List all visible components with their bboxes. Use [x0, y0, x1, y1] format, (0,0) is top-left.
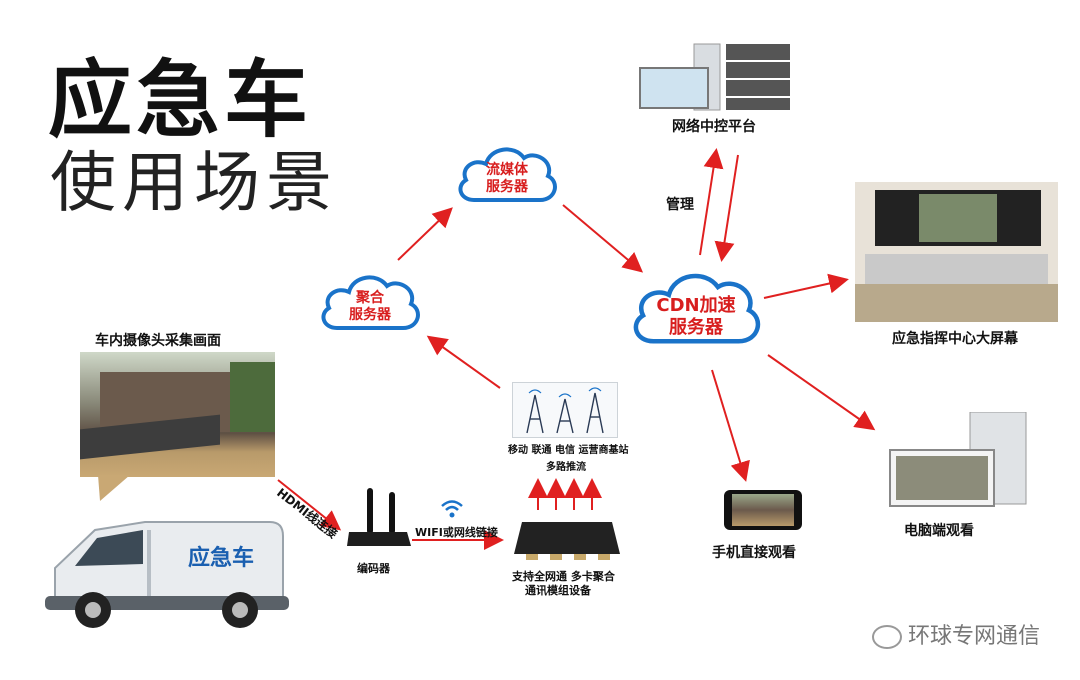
page-title: 应急车 [48, 51, 313, 149]
cdn-line2: 服务器 [669, 316, 723, 338]
tower-label-line2: 多路推流 [546, 462, 586, 473]
emergency-van-image [45, 521, 289, 628]
arrow-aggregation-to-streaming [397, 207, 453, 261]
cell-tower-icon [526, 387, 604, 434]
aggregation-device-image [514, 522, 620, 560]
aggregation-server-label: 聚合 服务器 [315, 290, 425, 324]
floor [855, 284, 1058, 322]
aggregation-server-cloud [321, 275, 420, 330]
manage-label: 管理 [666, 197, 694, 213]
pc-image [889, 412, 1027, 507]
arrow-tower-to-aggregation [426, 335, 501, 389]
tree-image [230, 362, 275, 432]
command-center-label: 应急指挥中心大屏幕 [892, 331, 1018, 347]
console-desk [865, 254, 1048, 284]
page-subtitle: 使用场景 [50, 144, 338, 221]
streaming-line1: 流媒体 [486, 162, 528, 178]
arrow-cdn-to-pc [767, 354, 876, 431]
streaming-server-label: 流媒体 服务器 [447, 162, 567, 196]
control-platform-image [639, 43, 790, 111]
camera-photo [80, 352, 275, 477]
aggregation-line2: 服务器 [349, 306, 391, 323]
watermark: 环球专网通信 [871, 618, 1040, 650]
encoder-image [347, 488, 411, 546]
van-label: 应急车 [188, 546, 255, 571]
device-label-line1: 支持全网通 多卡聚合 [512, 570, 615, 583]
big-screen-image [919, 194, 997, 242]
cdn-server-cloud [633, 273, 761, 344]
command-center-image [855, 182, 1058, 322]
aggregation-line1: 聚合 [356, 290, 384, 306]
arrow-cdn-to-command [763, 273, 849, 299]
wifi-label: WIFI或网线链接 [415, 526, 498, 539]
phone-label: 手机直接观看 [712, 545, 796, 561]
arrow-streaming-to-cdn [562, 204, 644, 273]
arrow-cdn-to-phone [711, 369, 750, 482]
tower-label-line1: 移动 联通 电信 运营商基站 [508, 445, 629, 456]
watermark-text: 环球专网通信 [907, 624, 1040, 649]
bubble-tail [98, 475, 130, 501]
streaming-server-cloud [458, 147, 557, 202]
cdn-server-label: CDN加速 服务器 [625, 295, 767, 338]
device-label-line2: 通讯模组设备 [525, 584, 591, 597]
cdn-line1: CDN加速 [656, 295, 736, 316]
camera-label: 车内摄像头采集画面 [95, 333, 221, 349]
phone-image [724, 490, 802, 530]
encoder-label: 编码器 [357, 562, 390, 575]
tower-panel [512, 382, 618, 438]
control-platform-label: 网络中控平台 [672, 119, 756, 135]
wifi-icon [441, 500, 463, 518]
arrow-platform-to-cdn [714, 154, 739, 262]
phone-screen [732, 494, 794, 526]
streaming-line2: 服务器 [486, 178, 528, 195]
pc-label: 电脑端观看 [904, 523, 974, 539]
wechat-icon [871, 625, 902, 649]
arrow-cdn-to-platform [699, 148, 724, 256]
arrow-camera-to-encoder [277, 479, 342, 531]
